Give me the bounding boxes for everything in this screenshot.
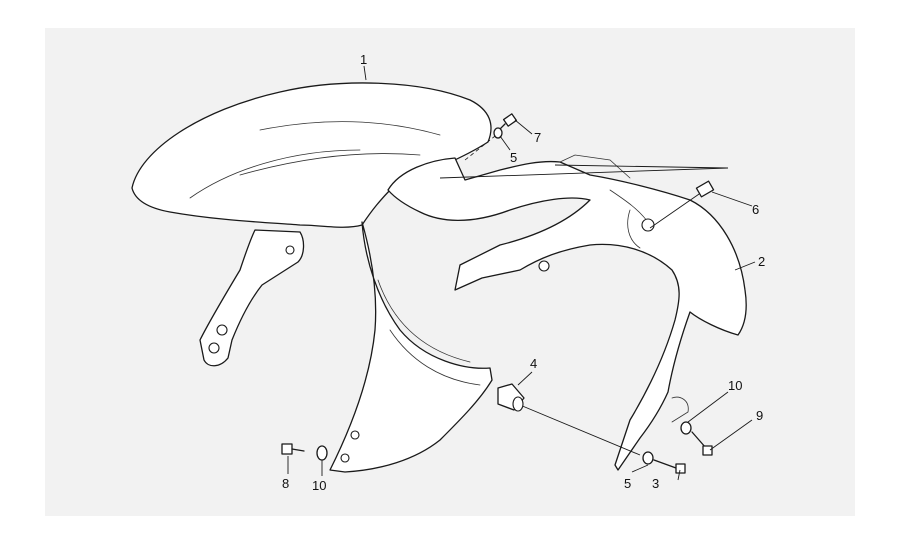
front-mudguard-part xyxy=(131,82,493,473)
leader-5-bottom xyxy=(631,464,649,473)
leader-1 xyxy=(363,65,367,81)
alignment-line-bush-6 xyxy=(649,191,703,229)
callout-2: 2 xyxy=(758,254,765,269)
washer-10-left-part xyxy=(316,445,328,461)
screw-8-part xyxy=(281,443,305,455)
leader-6 xyxy=(711,191,753,207)
bush-6-part xyxy=(695,180,715,198)
washer-10-right-part xyxy=(680,421,692,435)
leader-10-right xyxy=(687,391,729,423)
callout-1: 1 xyxy=(360,52,367,67)
leader-2 xyxy=(734,261,756,271)
alignment-line-screw-7 xyxy=(464,131,501,161)
leader-7 xyxy=(514,119,533,135)
callout-5-bottom: 5 xyxy=(624,476,631,491)
alignment-line-bush-4 xyxy=(519,404,641,456)
callout-7: 7 xyxy=(534,130,541,145)
screw-9-part xyxy=(691,431,713,456)
callout-8: 8 xyxy=(282,476,289,491)
callout-10-right: 10 xyxy=(728,378,742,393)
mudguard-brace-part xyxy=(387,154,747,471)
spacer-4-part xyxy=(497,383,525,412)
callout-6: 6 xyxy=(752,202,759,217)
callout-4: 4 xyxy=(530,356,537,371)
callout-3: 3 xyxy=(652,476,659,491)
callout-5-top: 5 xyxy=(510,150,517,165)
washer-5-top-part xyxy=(493,127,503,139)
screw-3-part xyxy=(653,459,686,474)
leader-3 xyxy=(677,469,681,481)
leader-5-top xyxy=(499,135,511,151)
washer-5-bottom-part xyxy=(642,451,654,465)
alignment-line-brace-top-2 xyxy=(554,164,729,169)
leader-9 xyxy=(709,419,753,451)
leader-4 xyxy=(517,371,533,386)
callout-9: 9 xyxy=(756,408,763,423)
alignment-line-brace-top xyxy=(439,167,729,179)
callout-10-left: 10 xyxy=(312,478,326,493)
